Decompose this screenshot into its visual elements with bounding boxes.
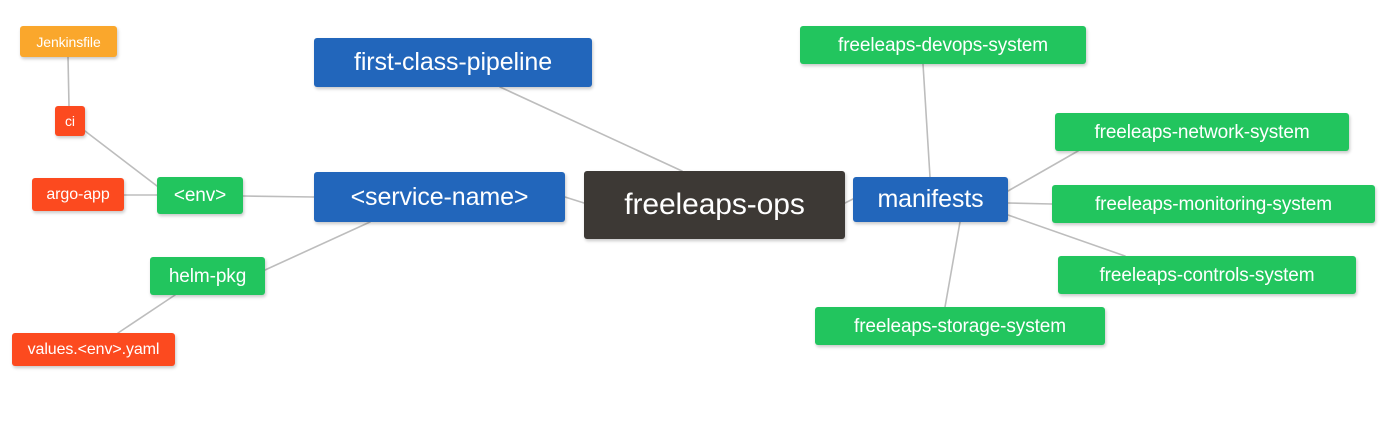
mindmap-node-freeleaps-devops-system[interactable]: freeleaps-devops-system (800, 26, 1086, 64)
mindmap-node-first-class-pipeline[interactable]: first-class-pipeline (314, 38, 592, 87)
mindmap-node-freeleaps-controls-system[interactable]: freeleaps-controls-system (1058, 256, 1356, 294)
mindmap-node-argo-app[interactable]: argo-app (32, 178, 124, 211)
mindmap-node-values-env-yaml[interactable]: values.<env>.yaml (12, 333, 175, 366)
mindmap-node-manifests[interactable]: manifests (853, 177, 1008, 222)
mindmap-node-env[interactable]: <env> (157, 177, 243, 214)
mindmap-node-freeleaps-ops[interactable]: freeleaps-ops (584, 171, 845, 239)
mindmap-node-jenkinsfile[interactable]: Jenkinsfile (20, 26, 117, 57)
mindmap-node-freeleaps-storage-system[interactable]: freeleaps-storage-system (815, 307, 1105, 345)
mindmap-node-freeleaps-monitoring-system[interactable]: freeleaps-monitoring-system (1052, 185, 1375, 223)
mindmap-node-helm-pkg[interactable]: helm-pkg (150, 257, 265, 295)
mindmap-node-freeleaps-network-system[interactable]: freeleaps-network-system (1055, 113, 1349, 151)
mindmap-node-ci[interactable]: ci (55, 106, 85, 136)
mindmap-node-service-name[interactable]: <service-name> (314, 172, 565, 222)
